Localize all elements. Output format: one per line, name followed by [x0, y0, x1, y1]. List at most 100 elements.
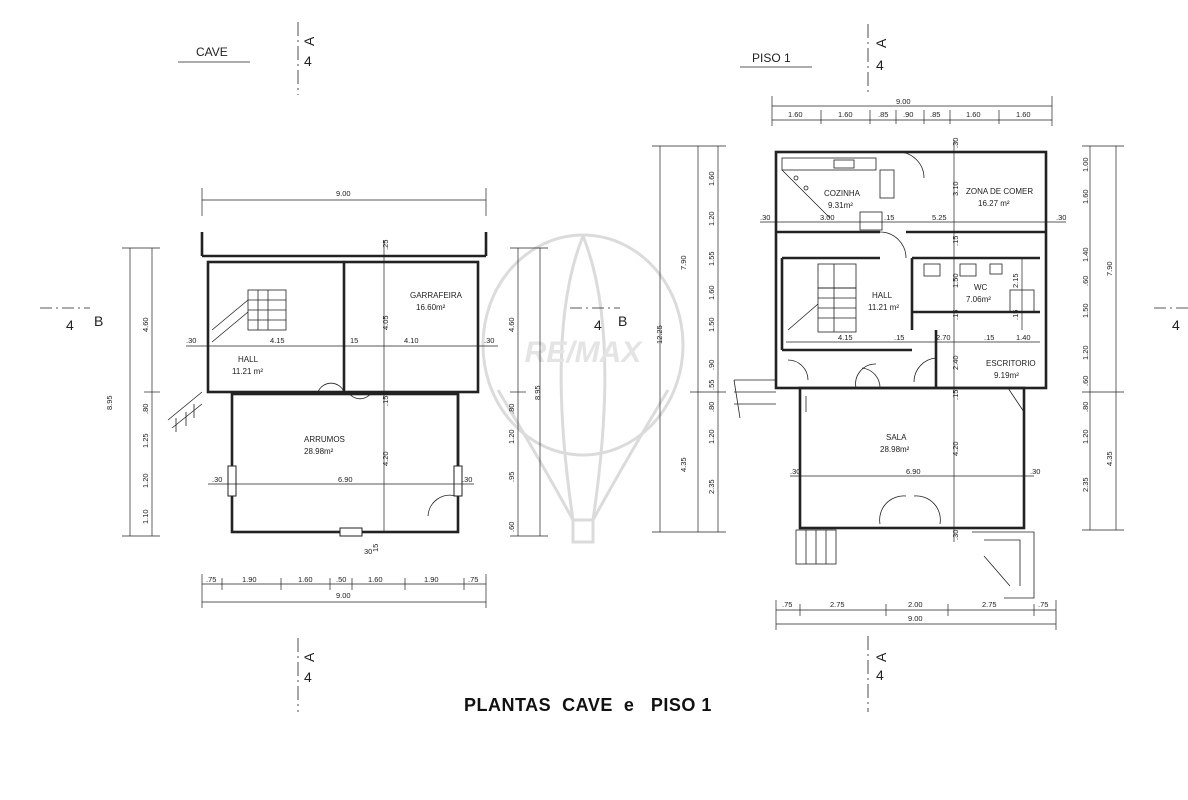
svg-text:A: A — [873, 652, 889, 662]
room-arrumos-area: 28.98m² — [304, 447, 334, 456]
svg-text:1.90: 1.90 — [424, 575, 439, 584]
svg-text:A: A — [301, 652, 317, 662]
svg-text:3.00: 3.00 — [820, 213, 835, 222]
svg-text:1.20: 1.20 — [707, 429, 716, 444]
svg-text:4: 4 — [594, 317, 602, 333]
svg-text:.25: .25 — [381, 240, 390, 250]
svg-text:15: 15 — [371, 544, 380, 552]
svg-text:.30: .30 — [1030, 467, 1040, 476]
svg-text:.30: .30 — [760, 213, 770, 222]
svg-text:.75: .75 — [1038, 600, 1048, 609]
room-hall-name: HALL — [238, 355, 259, 364]
svg-text:1.25: 1.25 — [141, 433, 150, 448]
svg-text:5.25: 5.25 — [932, 213, 947, 222]
svg-text:8.95: 8.95 — [105, 395, 114, 410]
svg-text:1.50: 1.50 — [1081, 303, 1090, 318]
svg-text:1.20: 1.20 — [141, 473, 150, 488]
svg-text:1.60: 1.60 — [707, 171, 716, 186]
svg-text:.15: .15 — [951, 236, 960, 246]
svg-text:9.00: 9.00 — [896, 97, 911, 106]
kitchen-fixtures — [781, 157, 895, 231]
svg-text:2.35: 2.35 — [707, 479, 716, 494]
svg-text:1.50: 1.50 — [707, 317, 716, 332]
svg-text:.30: .30 — [186, 336, 196, 345]
room-arrumos-name: ARRUMOS — [304, 435, 345, 444]
svg-text:.15: .15 — [381, 396, 390, 406]
drawing-title: PLANTAS CAVE e PISO 1 — [464, 695, 712, 715]
svg-text:1.60: 1.60 — [298, 575, 313, 584]
svg-text:4.05: 4.05 — [381, 315, 390, 330]
svg-text:.80: .80 — [707, 402, 716, 412]
svg-text:1.40: 1.40 — [1081, 247, 1090, 262]
room-garrafeira-name: GARRAFEIRA — [410, 291, 463, 300]
svg-text:9.00: 9.00 — [336, 591, 351, 600]
cave-plan: CAVE 4 A 4 A 4 B 4 B 9.00 — [40, 22, 627, 712]
svg-text:4: 4 — [876, 667, 884, 683]
svg-text:1.60: 1.60 — [707, 285, 716, 300]
svg-text:.60: .60 — [1081, 376, 1090, 386]
svg-text:.15: .15 — [1011, 310, 1020, 320]
room-cozinha-name: COZINHA — [824, 189, 861, 198]
svg-text:1.55: 1.55 — [707, 251, 716, 266]
svg-text:1.10: 1.10 — [141, 509, 150, 524]
svg-text:9.00: 9.00 — [336, 189, 351, 198]
svg-text:12.25: 12.25 — [655, 325, 664, 344]
room-escritorio-area: 9.19m² — [994, 371, 1019, 380]
room-hall-piso-name: HALL — [872, 291, 893, 300]
svg-text:.60: .60 — [507, 522, 516, 532]
svg-text:1.20: 1.20 — [707, 211, 716, 226]
svg-text:A: A — [873, 38, 889, 48]
room-sala-area: 28.98m² — [880, 445, 910, 454]
room-escritorio-name: ESCRITORIO — [986, 359, 1036, 368]
svg-text:.15: .15 — [884, 213, 894, 222]
svg-text:1.40: 1.40 — [1016, 333, 1031, 342]
svg-text:.30: .30 — [212, 475, 222, 484]
section-a-marker-bottom: 4 A — [297, 638, 317, 712]
svg-text:.75: .75 — [782, 600, 792, 609]
svg-text:4: 4 — [304, 53, 312, 69]
svg-text:.75: .75 — [206, 575, 216, 584]
svg-text:4.20: 4.20 — [381, 451, 390, 466]
svg-text:2.75: 2.75 — [982, 600, 997, 609]
svg-text:.60: .60 — [1081, 276, 1090, 286]
svg-text:1.60: 1.60 — [1081, 189, 1090, 204]
svg-text:.80: .80 — [141, 404, 150, 414]
svg-text:4.20: 4.20 — [951, 441, 960, 456]
room-zona-name: ZONA DE COMER — [966, 187, 1033, 196]
svg-text:2.15: 2.15 — [1011, 273, 1020, 288]
svg-text:B: B — [618, 313, 627, 329]
svg-text:A: A — [301, 36, 317, 46]
svg-text:.90: .90 — [903, 110, 913, 119]
room-hall-area: 11.21 m² — [232, 367, 263, 376]
svg-text:.30: .30 — [462, 475, 472, 484]
section-a-marker-top: 4 A — [297, 22, 317, 95]
svg-text:4.60: 4.60 — [141, 317, 150, 332]
svg-text:.15: .15 — [951, 390, 960, 400]
svg-text:4.10: 4.10 — [404, 336, 419, 345]
svg-text:2.00: 2.00 — [908, 600, 923, 609]
piso-section-a-top: 4 A — [867, 24, 889, 96]
svg-text:.85: .85 — [930, 110, 940, 119]
svg-text:3.10: 3.10 — [951, 181, 960, 196]
svg-text:.30: .30 — [951, 138, 960, 148]
svg-text:1.20: 1.20 — [1081, 345, 1090, 360]
svg-text:.30: .30 — [790, 467, 800, 476]
remax-watermark: RE/MAX — [481, 233, 685, 544]
section-b-marker-left: 4 B — [40, 307, 103, 333]
svg-text:4: 4 — [304, 669, 312, 685]
svg-text:2.40: 2.40 — [951, 355, 960, 370]
svg-text:30: 30 — [364, 547, 372, 556]
svg-text:1.60: 1.60 — [966, 110, 981, 119]
svg-text:.55: .55 — [707, 380, 716, 390]
svg-text:1.90: 1.90 — [242, 575, 257, 584]
room-wc-area: 7.06m² — [966, 295, 991, 304]
piso-exterior-stairs — [733, 379, 1035, 599]
svg-text:6.90: 6.90 — [338, 475, 353, 484]
cave-label: CAVE — [196, 45, 228, 59]
cave-exterior-stairs — [167, 391, 203, 432]
cave-outer-wall — [200, 232, 488, 258]
svg-text:2.75: 2.75 — [830, 600, 845, 609]
svg-text:15: 15 — [350, 336, 358, 345]
svg-text:.30: .30 — [1056, 213, 1066, 222]
